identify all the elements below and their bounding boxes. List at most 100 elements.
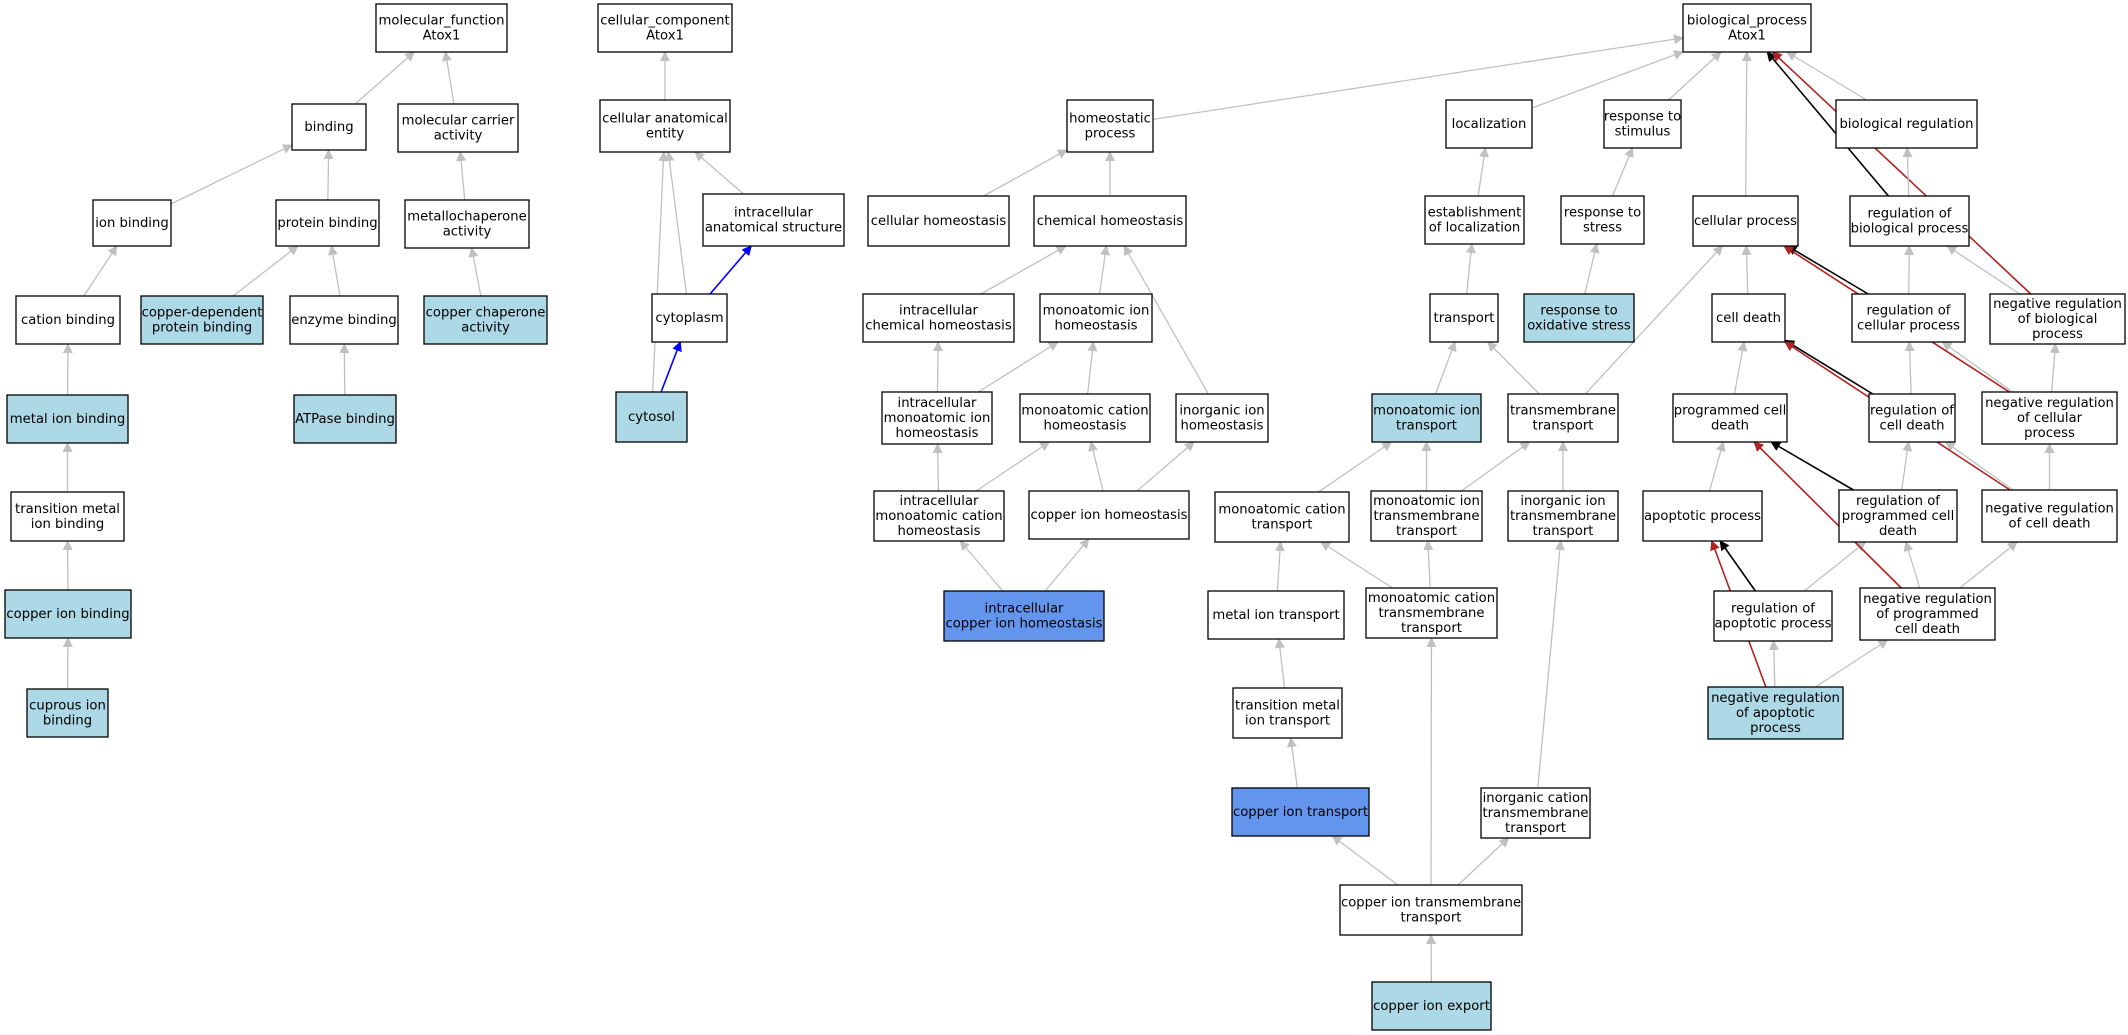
node-box [1838,489,1958,543]
node-label: regulation of [1868,207,1952,222]
edge-regulates [1766,51,1890,197]
node-box [404,199,530,249]
go-term-node-proteinbinding[interactable]: protein binding [275,199,380,247]
node-label: transition metal [1235,699,1340,714]
node-label: cellular homeostasis [871,214,1007,229]
edge-is-a [441,51,455,105]
go-term-node-cellhomeo[interactable]: cellular homeostasis [867,195,1010,247]
node-box [375,3,508,53]
node-box [873,490,1005,542]
node-box [1692,195,1799,247]
node-label: cytosol [628,410,675,425]
go-term-node-bioreg[interactable]: biological regulation [1835,99,1978,149]
go-term-node-cuionhomeo[interactable]: copper ion homeostasis [1028,490,1190,540]
go-term-node-localization[interactable]: localization [1445,99,1533,149]
edge-is-a [1584,245,1724,395]
go-term-node-celldeath[interactable]: cell death [1711,293,1786,343]
node-label: transmembrane [1378,606,1484,621]
node-label: process [1085,127,1136,142]
go-term-node-binding[interactable]: binding [291,103,367,151]
node-label: ion binding [31,517,104,532]
go-term-node-metaliontransport[interactable]: metal ion transport [1207,590,1345,640]
go-term-node-chemhomeo[interactable]: chemical homeostasis [1033,195,1187,247]
go-term-node-transport[interactable]: transport [1429,293,1499,343]
go-term-node-ionbinding[interactable]: ion binding [92,199,172,247]
go-term-node-cuionbinding[interactable]: copper ion binding [4,589,132,639]
go-term-node-cuionexport[interactable]: copper ion export [1371,981,1492,1031]
node-label: Atox1 [646,29,684,44]
node-label: metal ion transport [1212,608,1339,623]
node-label: response to [1540,304,1617,319]
node-box [599,99,731,153]
go-term-node-cuiontransport[interactable]: copper ion transport [1231,787,1370,837]
edge-is-a [1946,245,2021,295]
node-label: activity [461,321,510,336]
edge-part-of [660,341,682,393]
node-label: stimulus [1615,125,1671,140]
go-term-node-cellproc[interactable]: cellular process [1692,195,1799,247]
node-box [1371,981,1492,1031]
node-box [6,394,129,444]
go-term-node-metalionbinding[interactable]: metal ion binding [6,394,129,444]
go-term-node-apoptotic[interactable]: apoptotic process [1642,490,1763,542]
edge-is-a [975,441,1051,492]
node-label: regulation of [1867,304,1951,319]
go-term-node-cytosol[interactable]: cytosol [615,391,688,443]
go-term-node-cytoplasm[interactable]: cytoplasm [651,293,728,343]
node-box [92,199,172,247]
go-term-node-enzymebinding[interactable]: enzyme binding [289,295,399,345]
node-box [702,193,845,247]
node-label: negative regulation [1985,396,2114,411]
go-term-node-atpasebinding[interactable]: ATPase binding [293,394,397,444]
edge-is-a [977,341,1059,393]
node-box [1339,884,1523,936]
go-term-node-cationbinding[interactable]: cation binding [15,295,121,345]
edge-is-a [1465,243,1476,295]
node-label: monoatomic cation [875,509,1002,524]
